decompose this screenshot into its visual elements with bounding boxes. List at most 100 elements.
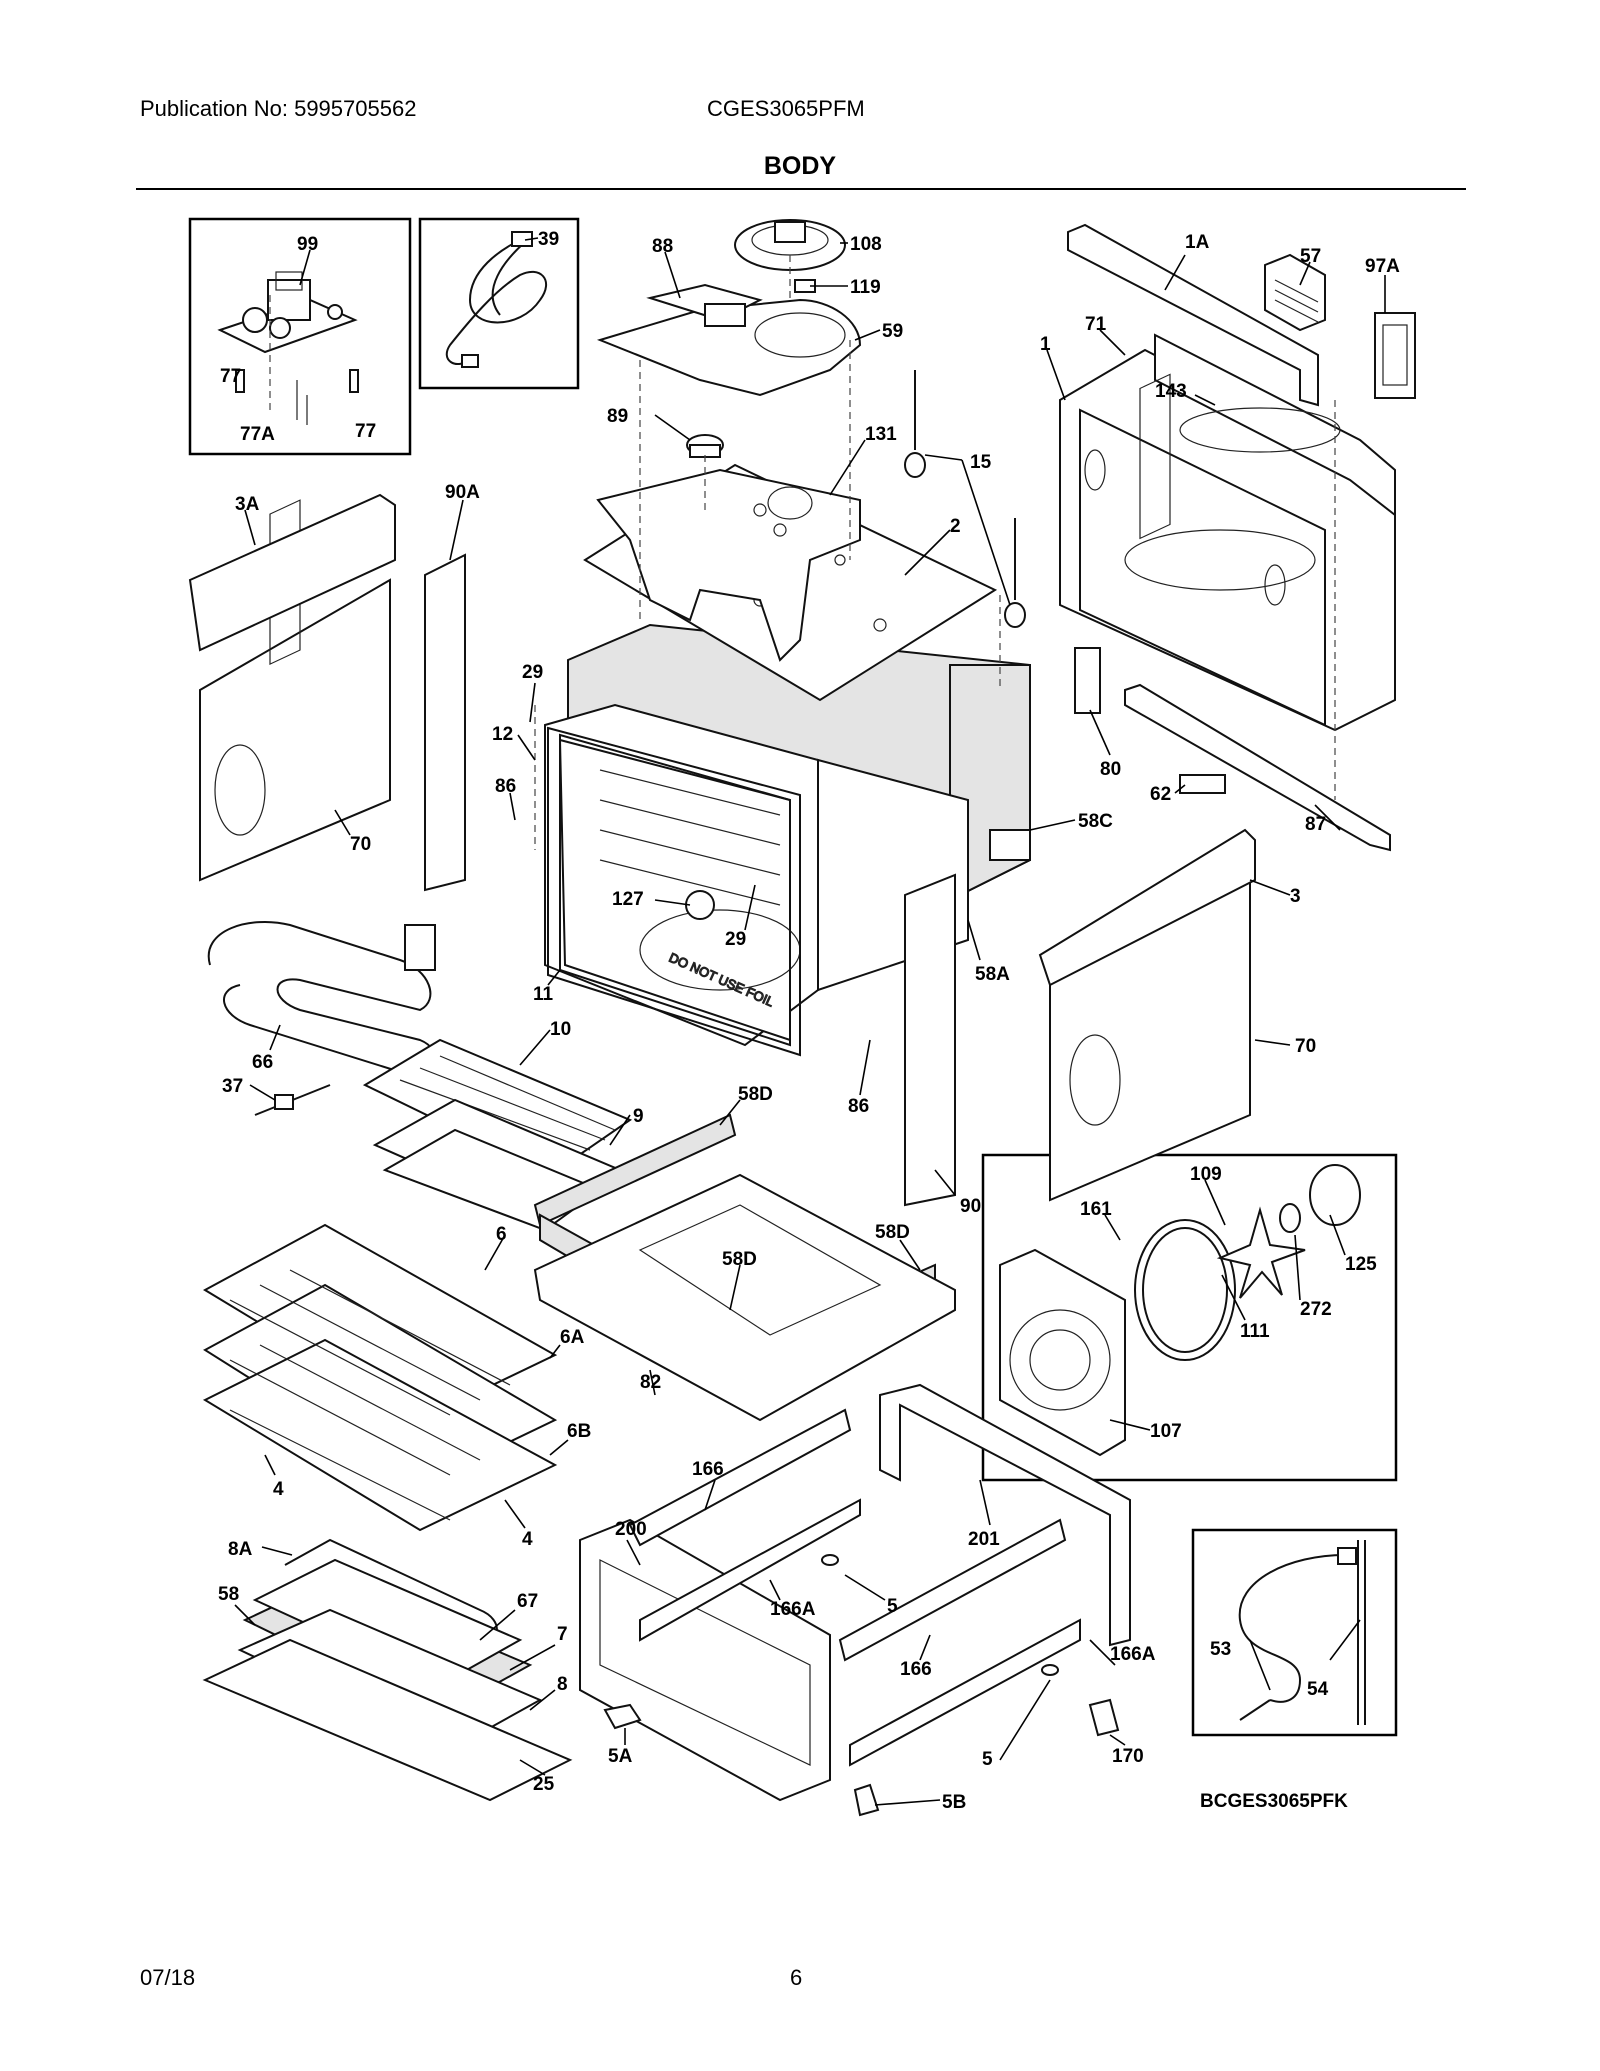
limit-thermostat xyxy=(686,434,724,458)
callout-1: 1 xyxy=(1040,334,1051,355)
callout-5-bottom: 5 xyxy=(982,1749,993,1770)
callout-11: 11 xyxy=(533,984,554,1005)
callout-3A: 3A xyxy=(235,494,260,515)
callout-166A-right: 166A xyxy=(1110,1644,1156,1665)
callout-77-left: 77 xyxy=(220,366,241,387)
drawer-rail xyxy=(533,1173,956,1422)
terminal-block xyxy=(1179,774,1226,794)
callout-5A: 5A xyxy=(608,1746,633,1767)
callout-6B: 6B xyxy=(567,1421,591,1442)
callout-54: 54 xyxy=(1307,1679,1329,1700)
blower-housing xyxy=(596,283,862,397)
callout-5-top: 5 xyxy=(887,1596,898,1617)
callout-88: 88 xyxy=(652,236,673,257)
convection-fan-cover xyxy=(999,1248,1126,1457)
callout-77A: 77A xyxy=(240,424,275,445)
callout-leaders xyxy=(234,237,1386,1806)
callout-25: 25 xyxy=(533,1774,555,1795)
callout-127: 127 xyxy=(612,889,644,910)
callout-161: 161 xyxy=(1080,1199,1112,1220)
callout-119: 119 xyxy=(850,277,881,298)
oven-rack-bottom xyxy=(202,1338,558,1532)
callout-62: 62 xyxy=(1150,784,1171,805)
lower-frame-front xyxy=(579,1518,831,1802)
callout-8A: 8A xyxy=(228,1539,253,1560)
callout-108: 108 xyxy=(850,234,882,255)
callout-58: 58 xyxy=(218,1584,239,1605)
rack-wires xyxy=(229,1269,511,1521)
callout-5B: 5B xyxy=(942,1792,966,1813)
callout-125: 125 xyxy=(1345,1254,1377,1275)
callout-90A: 90A xyxy=(445,482,480,503)
callout-166-top: 166 xyxy=(692,1459,724,1480)
callout-70-left: 70 xyxy=(350,834,371,855)
fan-blade xyxy=(1216,1206,1306,1299)
callout-29-bottom: 29 xyxy=(725,929,746,950)
callout-87: 87 xyxy=(1305,814,1326,835)
callout-166A-left: 166A xyxy=(770,1599,816,1620)
callout-2: 2 xyxy=(950,516,961,537)
callout-90: 90 xyxy=(960,1196,981,1217)
assembly-lines xyxy=(269,255,1336,850)
callout-10: 10 xyxy=(550,1019,571,1040)
broil-element xyxy=(207,921,437,1077)
callout-200: 200 xyxy=(615,1519,647,1540)
callout-4-left: 4 xyxy=(273,1479,284,1500)
callout-80: 80 xyxy=(1100,759,1121,780)
side-panel-left xyxy=(199,499,391,882)
leveling-leg xyxy=(821,1554,1059,1676)
model-number: CGES3065PFM xyxy=(707,96,865,121)
callout-170: 170 xyxy=(1112,1746,1144,1767)
callout-59: 59 xyxy=(882,321,903,342)
bracket xyxy=(1074,647,1101,714)
callout-86-bottom: 86 xyxy=(848,1096,869,1117)
side-trim-right xyxy=(904,873,956,1207)
publication-date: 07/18 xyxy=(140,1965,196,1990)
callout-6A: 6A xyxy=(560,1327,585,1348)
callout-109: 109 xyxy=(1190,1164,1222,1185)
callout-labels: 99 39 88 108 119 59 1A 57 97A 71 1 143 7… xyxy=(218,229,1400,1813)
callout-67: 67 xyxy=(517,1591,538,1612)
oven-door-gasket xyxy=(547,726,801,1057)
inset-box-convection-fan xyxy=(981,1153,1398,1482)
callout-71: 71 xyxy=(1085,314,1107,335)
callout-77-right: 77 xyxy=(355,421,376,442)
callout-6: 6 xyxy=(496,1224,507,1245)
diagram-code: BCGES3065PFK xyxy=(1200,1791,1348,1812)
callout-58C: 58C xyxy=(1078,811,1113,832)
callout-53: 53 xyxy=(1210,1639,1231,1660)
callout-39: 39 xyxy=(538,229,559,250)
inset-box-control-board xyxy=(188,217,412,456)
callout-82: 82 xyxy=(640,1372,661,1393)
callout-58A: 58A xyxy=(975,964,1010,985)
inset-box-probe xyxy=(1191,1528,1398,1737)
callout-89: 89 xyxy=(607,406,628,427)
oven-sensor xyxy=(904,370,1026,628)
probe-jack xyxy=(254,1084,331,1116)
bottom-tray xyxy=(202,1638,573,1802)
heat-shield xyxy=(596,468,861,662)
callout-15: 15 xyxy=(970,452,992,473)
fan-motor xyxy=(1279,1164,1361,1233)
top-rear-trim xyxy=(1067,223,1319,407)
callout-37: 37 xyxy=(222,1076,243,1097)
callout-9: 9 xyxy=(633,1106,644,1127)
rear-duct xyxy=(1154,333,1396,518)
callout-70-right: 70 xyxy=(1295,1036,1316,1057)
frame-rail xyxy=(628,1408,1081,1767)
callout-166-bottom: 166 xyxy=(900,1659,932,1680)
callout-143: 143 xyxy=(1155,381,1187,402)
blower-motor xyxy=(734,219,846,293)
callout-58D-center: 58D xyxy=(722,1249,757,1270)
anti-tip-bracket xyxy=(603,1698,1120,1817)
publication-number: Publication No: 5995705562 xyxy=(140,96,417,121)
side-trim-left xyxy=(188,493,466,892)
callout-3: 3 xyxy=(1290,886,1301,907)
convection-element xyxy=(1134,1219,1236,1361)
page-number: 6 xyxy=(790,1965,803,1990)
inset-box-harness xyxy=(418,217,580,390)
callout-97A: 97A xyxy=(1365,256,1400,277)
callout-58D-top: 58D xyxy=(738,1084,773,1105)
vent-cover xyxy=(1264,253,1326,332)
callout-8: 8 xyxy=(557,1674,568,1695)
